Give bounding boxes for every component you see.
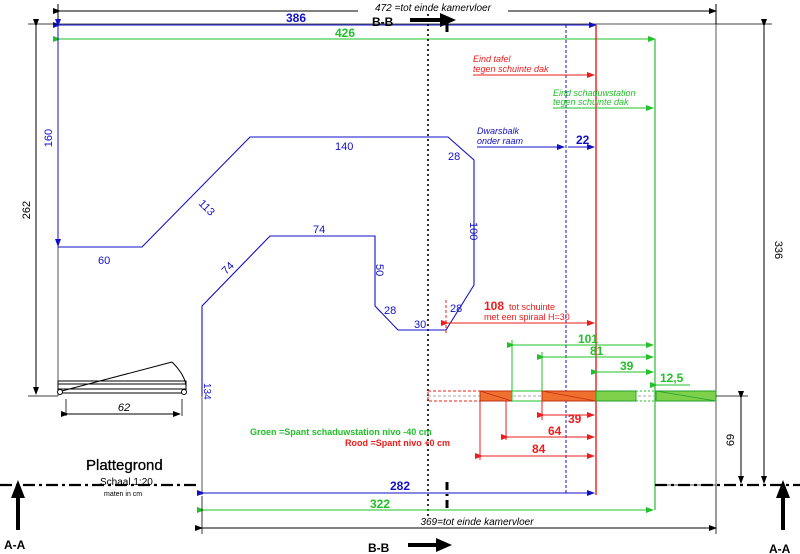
dim-69-label: 69 — [725, 434, 737, 446]
dim-282: 282 — [197, 479, 595, 496]
dim-282-label: 282 — [390, 479, 410, 493]
dim-62-label: 62 — [118, 402, 130, 414]
svg-text:28: 28 — [450, 303, 462, 315]
svg-text:tegen schuinte dak: tegen schuinte dak — [553, 97, 629, 107]
dim-322: 322 — [197, 497, 654, 513]
svg-text:74: 74 — [313, 224, 325, 236]
note-eind-tafel: Eind tafel tegen schuinte dak — [473, 54, 595, 78]
dim-134-label: 134 — [201, 383, 212, 400]
note-108: 108 tot schuinte met een spiraal H=30 — [441, 299, 595, 335]
table-outline — [58, 136, 475, 396]
dim-426: 426 — [53, 26, 656, 42]
svg-text:39: 39 — [620, 359, 634, 373]
svg-text:onder raam: onder raam — [477, 136, 524, 146]
svg-text:12,5: 12,5 — [660, 371, 684, 385]
svg-text:tot schuinte: tot schuinte — [509, 302, 555, 312]
svg-text:64: 64 — [548, 424, 562, 438]
legend-rood: Rood =Spant nivo +0 cm — [345, 438, 450, 448]
dim-262-label: 262 — [21, 201, 33, 219]
dim-262: 262 — [21, 19, 58, 397]
svg-text:101: 101 — [578, 332, 598, 346]
svg-text:28: 28 — [448, 151, 460, 163]
section-bb-top-label: B-B — [372, 15, 394, 29]
note-dwarsbalk: Dwarsbalk onder raam 22 — [477, 126, 595, 150]
svg-text:113: 113 — [196, 198, 217, 219]
svg-text:Eind schaduwstation: Eind schaduwstation — [553, 88, 636, 98]
dim-62: 62 — [61, 399, 183, 417]
svg-text:50: 50 — [373, 264, 385, 276]
svg-text:Eind tafel: Eind tafel — [473, 54, 512, 64]
svg-text:108: 108 — [484, 299, 504, 313]
svg-text:met een spiraal H=30: met een spiraal H=30 — [484, 312, 570, 322]
dim-160: 160 — [43, 19, 61, 247]
svg-text:tegen schuinte dak: tegen schuinte dak — [473, 64, 549, 74]
section-bb-bottom-label: B-B — [368, 541, 390, 554]
dim-22-label: 22 — [576, 133, 590, 147]
top-total-dimension: 472 =tot einde kamervloer — [53, 3, 717, 24]
title: Plattegrond — [86, 457, 163, 474]
legend-groen: Groen =Spant schaduwstation nivo -40 cm — [250, 427, 432, 437]
svg-text:81: 81 — [590, 344, 604, 358]
dim-386: 386 — [53, 11, 597, 28]
bottom-total-label: 369=tot einde kamervloer — [420, 517, 534, 528]
dim-386-label: 386 — [286, 11, 306, 25]
svg-text:30: 30 — [414, 319, 426, 331]
bottom-total-dimension: 369=tot einde kamervloer — [195, 485, 717, 534]
svg-text:Dwarsbalk: Dwarsbalk — [477, 126, 520, 136]
section-aa-left: A-A — [4, 538, 26, 552]
right-green-dims — [507, 340, 690, 391]
frame-rail — [427, 390, 717, 402]
section-bb-line: B-B B-B — [368, 13, 456, 554]
svg-text:39: 39 — [568, 412, 582, 426]
dim-69: 69 — [716, 391, 748, 484]
section-aa-right: A-A — [769, 542, 791, 554]
door — [57, 361, 187, 395]
svg-text:74: 74 — [220, 260, 237, 277]
dim-426-label: 426 — [335, 26, 355, 40]
right-green-dim-labels: 101 81 39 12,5 — [578, 332, 684, 385]
dim-336-label: 336 — [772, 241, 784, 259]
dim-336: 336 — [716, 19, 784, 484]
note-eind-schaduwstation: Eind schaduwstation tegen schuinte dak — [553, 88, 654, 111]
scale: Schaal 1:20 — [100, 477, 153, 488]
units: maten in cm — [104, 491, 142, 498]
dim-322-label: 322 — [370, 497, 390, 511]
right-red-dims — [475, 401, 595, 460]
section-aa: A-A A-A — [0, 480, 800, 554]
dim-160-label: 160 — [43, 129, 55, 147]
legend: Groen =Spant schaduwstation nivo -40 cm … — [250, 427, 450, 448]
top-total-label: 472 =tot einde kamervloer — [375, 3, 492, 14]
svg-text:84: 84 — [532, 442, 546, 456]
title-block: Plattegrond Schaal 1:20 maten in cm — [86, 457, 163, 498]
svg-text:28: 28 — [384, 305, 396, 317]
right-red-dim-labels: 39 64 84 — [532, 412, 582, 456]
svg-text:100: 100 — [467, 222, 479, 240]
svg-text:140: 140 — [335, 141, 353, 153]
svg-text:60: 60 — [98, 255, 110, 267]
